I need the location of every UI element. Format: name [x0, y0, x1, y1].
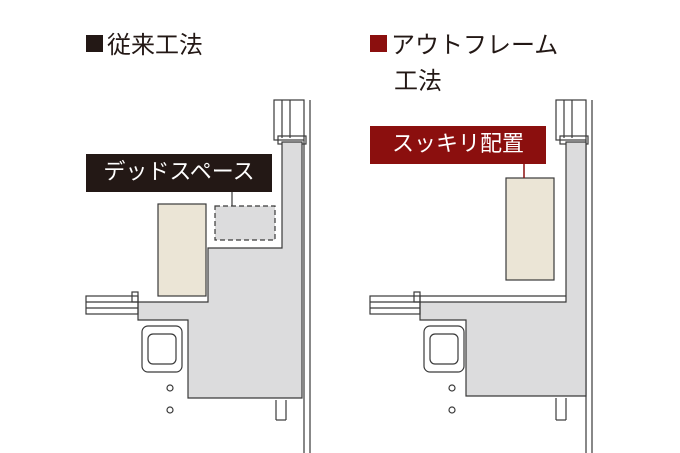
furniture-cabinet [157, 203, 207, 297]
dead-space-box [214, 205, 276, 241]
conventional-method-heading: 従来工法 [86, 30, 203, 60]
lower-window-frame [85, 295, 139, 315]
outlet-circle [166, 384, 174, 392]
outframe-method-heading: アウトフレーム [370, 30, 558, 60]
wall-section [419, 141, 587, 397]
conventional-method-title: 従来工法 [107, 31, 203, 59]
outframe-floor-plan [369, 99, 593, 453]
lower-window-frame [369, 295, 421, 315]
window-frame [555, 99, 587, 141]
outlet-circle [448, 406, 456, 414]
lower-window-cap [131, 291, 139, 303]
outlet-circle [166, 406, 174, 414]
furniture-cabinet [505, 177, 555, 281]
sink-basin [147, 333, 177, 365]
sink-basin [429, 333, 459, 365]
red-square-icon [370, 35, 387, 52]
outframe-method-heading-line2: 工法 [394, 66, 442, 96]
window-frame [273, 99, 305, 141]
outlet-circle [448, 384, 456, 392]
outframe-method-title-line2: 工法 [394, 67, 442, 95]
black-square-icon [86, 35, 103, 52]
dead-space-label-bg [86, 154, 272, 192]
dead-space-label: デッドスペース [103, 160, 255, 185]
neat-layout-label: スッキリ配置 [391, 132, 524, 157]
neat-layout-label-bg [370, 126, 546, 164]
wall-section [137, 141, 303, 399]
lower-window-cap [413, 291, 421, 303]
outframe-method-title-line1: アウトフレーム [391, 31, 559, 59]
conventional-floor-plan [85, 99, 311, 453]
